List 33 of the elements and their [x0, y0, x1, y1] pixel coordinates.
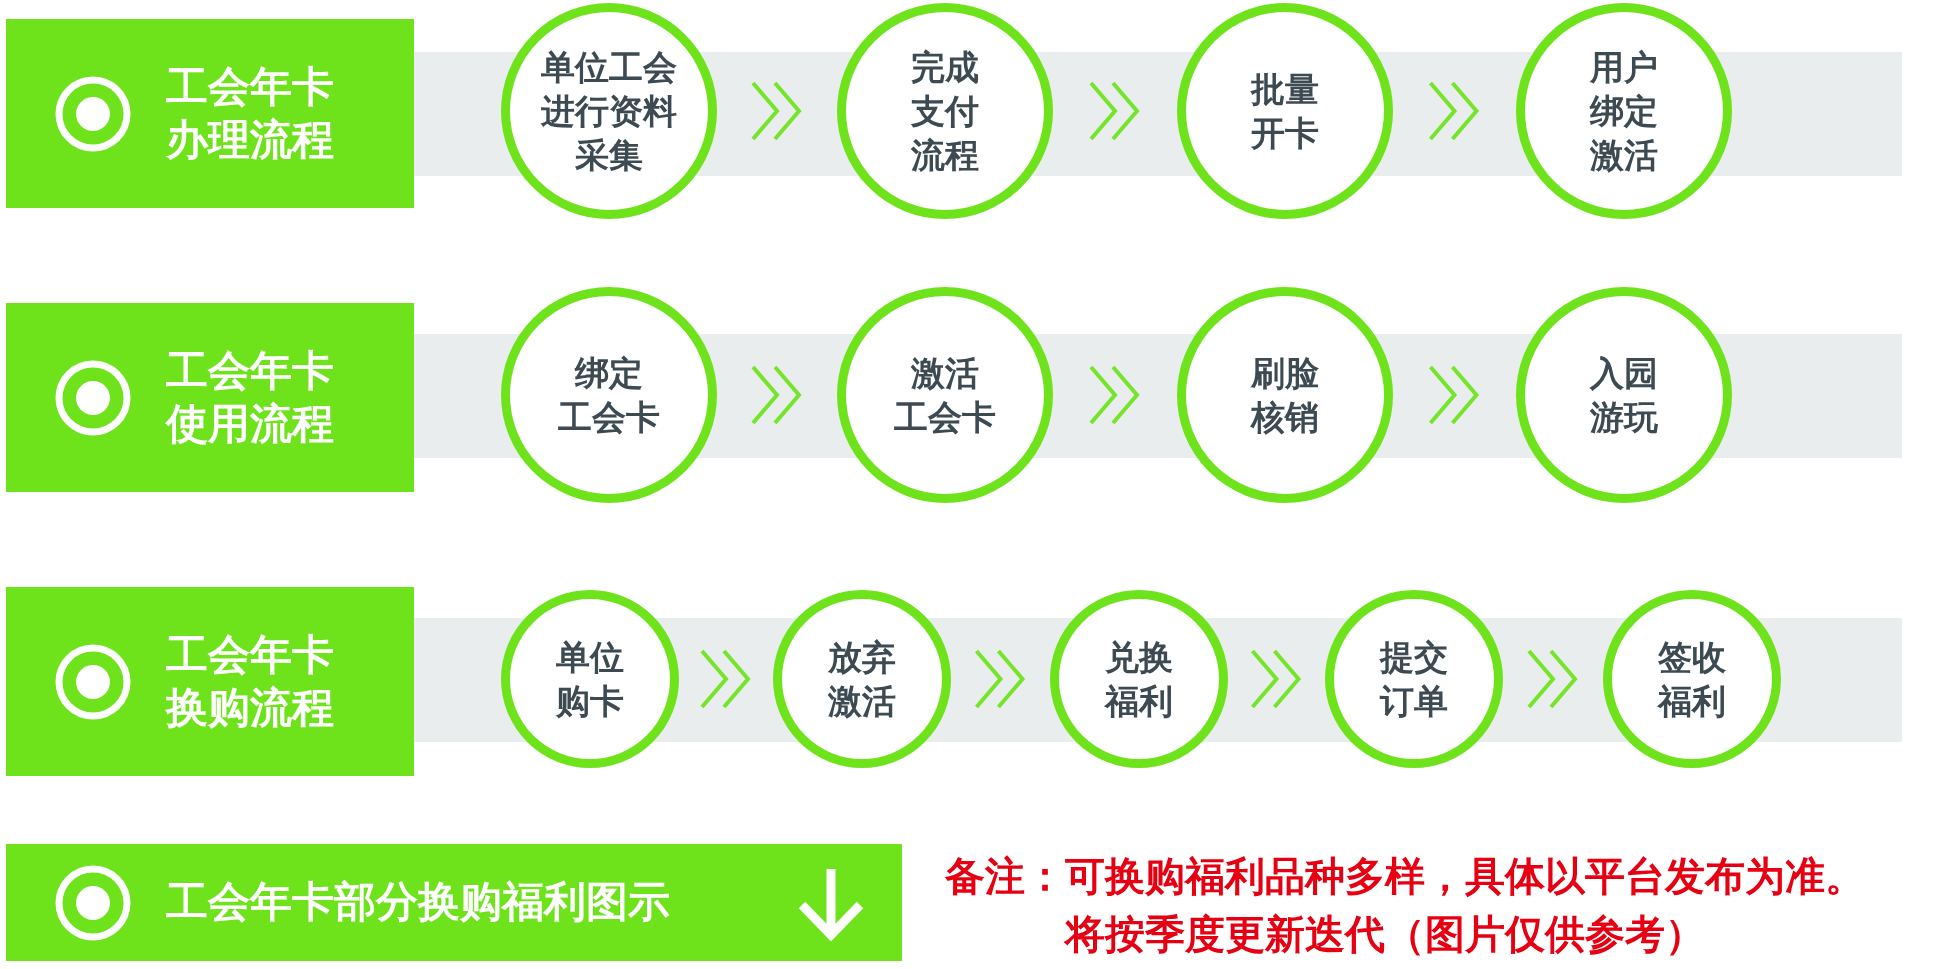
step-label: 入园游玩	[1590, 351, 1658, 439]
step-label: 放弃激活	[828, 635, 896, 723]
title-text: 工会年卡换购流程	[166, 629, 335, 734]
step-label: 完成支付流程	[911, 45, 979, 178]
chevron-arrow	[751, 365, 802, 425]
chevron-arrow	[1089, 365, 1140, 425]
process-title-box	[6, 587, 414, 776]
chevron-arrow	[700, 649, 751, 709]
section-banner	[6, 844, 902, 961]
step-label: 绑定工会卡	[558, 351, 660, 439]
note-text: 备注：可换购福利品种多样，具体以平台发布为准。	[945, 852, 1865, 901]
step-label: 提交订单	[1380, 635, 1448, 723]
title-text: 工会年卡使用流程	[166, 345, 335, 450]
title-text: 工会年卡部分换购福利图示	[166, 876, 670, 929]
step-label: 批量开卡	[1251, 67, 1319, 155]
chevron-arrow	[1428, 81, 1480, 141]
note-text: 将按季度更新迭代（图片仅供参考）	[1063, 910, 1705, 959]
chevron-arrow	[974, 649, 1026, 709]
chevron-arrow	[1428, 365, 1480, 425]
step-label: 激活工会卡	[894, 351, 996, 439]
chevron-arrow	[1250, 649, 1302, 709]
chevron-arrow	[751, 81, 802, 141]
step-label: 刷脸核销	[1251, 351, 1319, 439]
step-label: 兑换福利	[1105, 635, 1173, 723]
step-label: 用户绑定激活	[1590, 45, 1658, 178]
chevron-arrow	[1527, 649, 1578, 709]
step-label: 单位购卡	[556, 635, 624, 723]
chevron-arrow	[1089, 81, 1140, 141]
process-title-box	[6, 303, 414, 492]
process-title-box	[6, 19, 414, 208]
step-label: 签收福利	[1658, 635, 1726, 723]
title-text: 工会年卡办理流程	[166, 61, 335, 166]
step-label: 单位工会进行资料采集	[541, 45, 677, 178]
